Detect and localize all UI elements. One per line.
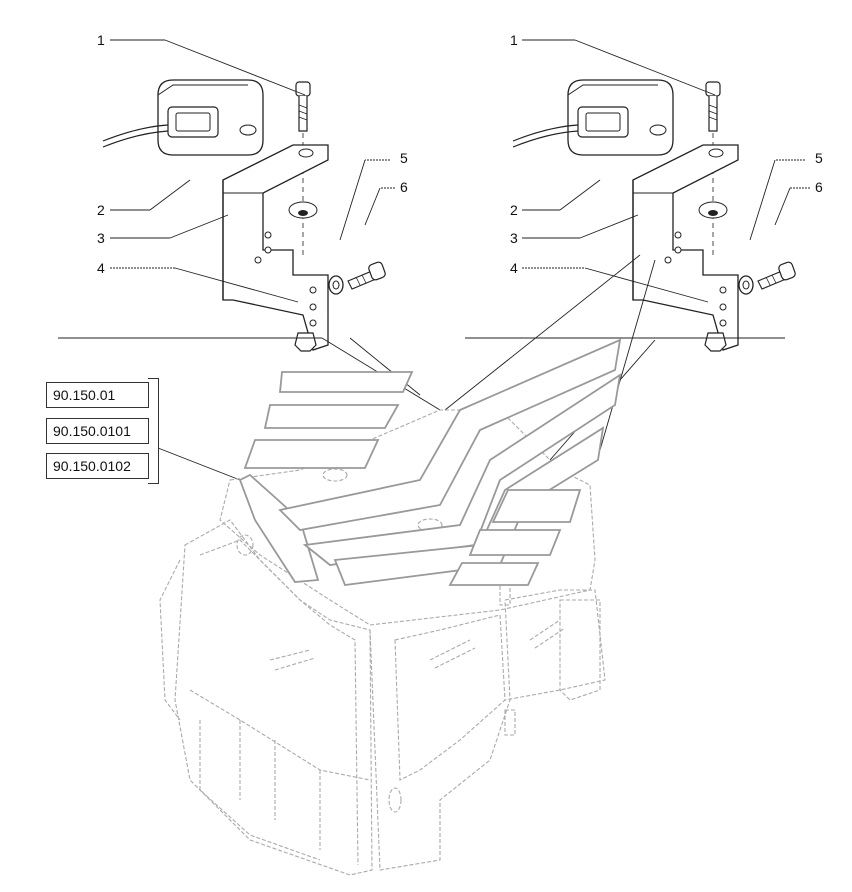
leader-line [149, 179, 191, 211]
leader-line [364, 187, 381, 226]
callout-3: 3 [510, 230, 518, 246]
section-line [599, 259, 656, 451]
left-lamp-assembly: 1 2 3 4 5 6 [97, 32, 408, 352]
callout-4: 4 [97, 260, 105, 276]
reference-code-90-150-0101[interactable]: 90.150.0101 [46, 418, 149, 444]
leader-line [774, 187, 791, 226]
reference-bracket [148, 378, 159, 484]
reference-code-90-150-01[interactable]: 90.150.01 [46, 382, 149, 408]
leader-line [749, 159, 776, 241]
reference-leader [157, 447, 241, 481]
callout-6: 6 [815, 179, 823, 195]
leader-line [584, 267, 709, 303]
section-line [349, 337, 421, 396]
callout-2: 2 [97, 202, 105, 218]
callout-1: 1 [510, 32, 518, 48]
section-line [444, 254, 641, 411]
leader-line [169, 214, 229, 239]
callout-5: 5 [400, 150, 408, 166]
roof-decal-set [238, 338, 622, 586]
callout-5: 5 [815, 150, 823, 166]
leader-line [164, 39, 306, 96]
leader-line [579, 214, 639, 239]
leader-line [339, 159, 366, 241]
cab-outline [159, 409, 606, 876]
callout-4: 4 [510, 260, 518, 276]
callout-2: 2 [510, 202, 518, 218]
leader-line [574, 39, 716, 96]
leader-line [559, 179, 601, 211]
callout-1: 1 [97, 32, 105, 48]
callout-6: 6 [400, 179, 408, 195]
leader-line [174, 267, 299, 303]
reference-code-90-150-0102[interactable]: 90.150.0102 [46, 453, 149, 479]
right-lamp-assembly: 1 2 3 4 5 6 [510, 32, 823, 352]
callout-3: 3 [97, 230, 105, 246]
